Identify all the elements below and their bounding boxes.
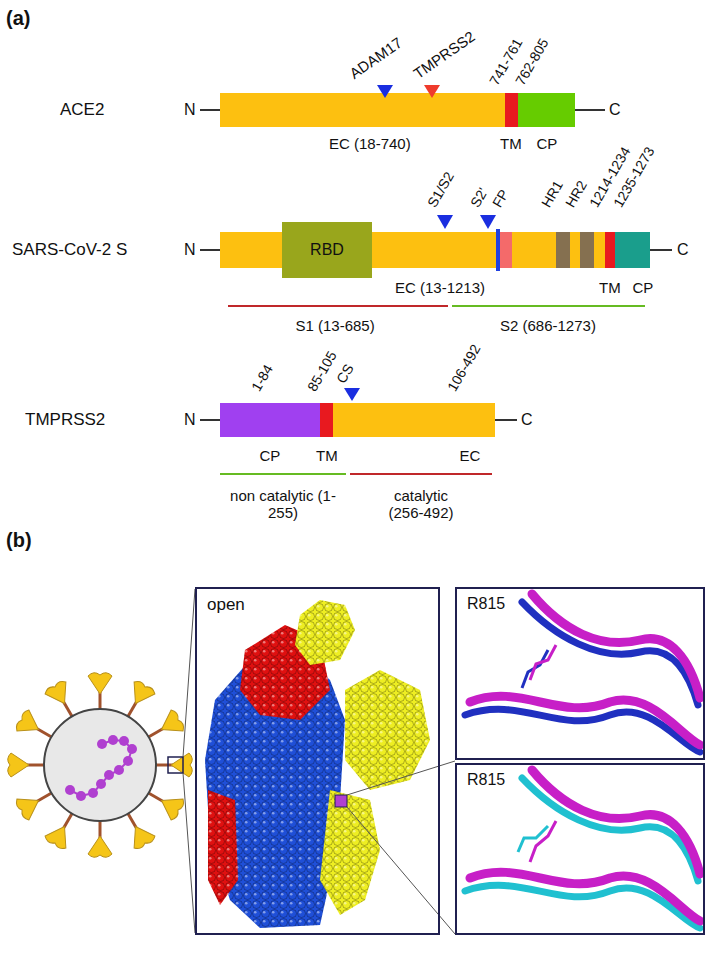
panel-letter: (b) [6, 529, 32, 552]
protease-label: ADAM17 [346, 34, 405, 83]
region-label: catalytic (256-492) [375, 487, 467, 522]
domain-label: CP [260, 447, 281, 464]
panel-label: R815 [467, 771, 693, 789]
domain-box: RBD [282, 222, 372, 278]
domain-label: HR1 [538, 178, 566, 210]
cleavage-site-label: S1/S2 [424, 169, 457, 210]
panel-label: R815 [467, 595, 693, 613]
domain-label: CP [633, 279, 654, 296]
protein-name: TMPRSS2 [25, 410, 105, 430]
domain-label: EC (18-740) [329, 135, 411, 152]
region-label: non catalytic (1-255) [228, 487, 338, 522]
panel-label: open [207, 595, 428, 615]
domain-label: EC (13-1213) [395, 279, 485, 296]
residue-range: 106-492 [444, 342, 484, 395]
box-label: RBD [310, 241, 344, 259]
residue-range: 85-105 [304, 348, 340, 394]
domain-label: TM [316, 447, 338, 464]
subunit-label: S1 (13-685) [296, 317, 375, 334]
terminus-label: N [184, 241, 196, 259]
terminus-label: C [521, 411, 533, 429]
terminus-label: C [677, 241, 689, 259]
protein-name: SARS-CoV-2 S [12, 240, 127, 260]
terminus-label: N [184, 411, 196, 429]
panel-letter: (a) [6, 7, 30, 30]
cleavage-site-label: CS [333, 361, 357, 386]
domain-label: EC [460, 447, 481, 464]
residue-range: 1-84 [248, 362, 276, 394]
domain-label: CP [537, 135, 558, 152]
domain-label: FP [489, 187, 512, 211]
zoom-inset: R815 [455, 587, 705, 760]
domain-label: HR2 [562, 178, 590, 210]
domain-label: TM [599, 279, 621, 296]
protein-name: ACE2 [60, 100, 104, 120]
terminus-label: N [184, 101, 196, 119]
cleavage-site-label: S2' [467, 185, 491, 210]
protease-label: TMPRSS2 [410, 27, 478, 82]
zoom-inset: R815 [455, 763, 705, 935]
terminus-label: C [609, 101, 621, 119]
structure-panel: open [195, 587, 440, 935]
domain-label: TM [500, 135, 522, 152]
subunit-label: S2 (686-1273) [500, 317, 596, 334]
